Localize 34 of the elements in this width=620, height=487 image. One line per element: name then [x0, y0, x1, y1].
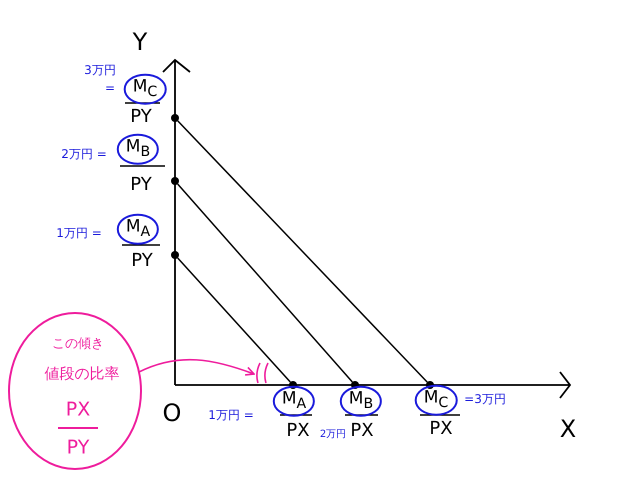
circled-label: M$_{C}$	[124, 74, 166, 104]
price-label: 2万円	[320, 430, 346, 440]
axis-label: Y	[132, 30, 148, 54]
note-text: 値段の比率	[44, 366, 120, 382]
price-label: 1万円 =	[56, 227, 102, 239]
fraction-denominator: PY	[130, 176, 152, 194]
arrow	[138, 358, 255, 376]
price-label: =	[104, 82, 116, 94]
axis-label: O	[162, 401, 182, 425]
circled-label: M$_{A}$	[272, 386, 316, 416]
axis-label: X	[560, 417, 576, 441]
fraction-denominator: PX	[429, 420, 453, 438]
note-circle	[8, 312, 142, 470]
price-label: 2万円 =	[61, 148, 107, 160]
point-dot	[171, 114, 179, 122]
note-text: この傾き	[52, 338, 104, 350]
circled-label: M$_{A}$	[116, 214, 160, 244]
circled-label: M$_{C}$	[414, 384, 458, 416]
fraction-denominator: PX	[350, 422, 374, 440]
circled-label: M$_{B}$	[116, 134, 160, 164]
fraction-numerator: PX	[66, 400, 90, 420]
fraction-denominator: PY	[130, 108, 152, 126]
fraction-denominator: PY	[66, 438, 90, 458]
fraction-denominator: PY	[131, 252, 153, 270]
price-label: 1万円 =	[208, 409, 254, 421]
point-dot	[171, 251, 179, 259]
fraction-denominator: PX	[286, 422, 310, 440]
circled-label: M$_{B}$	[340, 386, 382, 416]
budget-line	[177, 120, 428, 383]
budget-line	[177, 257, 291, 383]
point-dot	[171, 177, 179, 185]
price-label: =3万円	[464, 393, 506, 405]
budget-line	[177, 184, 353, 382]
price-label: 3万円	[84, 64, 116, 76]
